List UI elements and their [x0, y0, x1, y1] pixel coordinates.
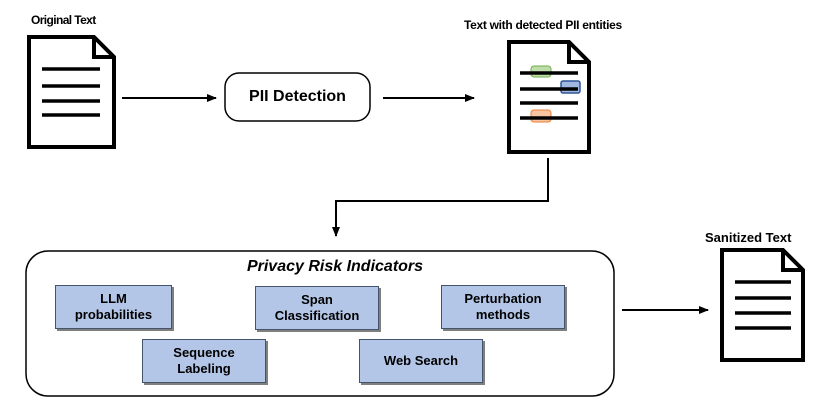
pii-highlight-orange — [530, 109, 552, 123]
indicator-line: Perturbation — [464, 291, 542, 306]
indicator-sequence-labeling: Sequence Labeling — [142, 339, 266, 383]
pii-detection-label: PII Detection — [249, 88, 346, 105]
indicator-line: Classification — [274, 308, 360, 323]
indicator-span-classification: Span Classification — [255, 286, 379, 330]
indicator-line: Sequence — [173, 345, 235, 360]
original-text-label: Original Text — [31, 13, 96, 27]
pii-highlight-blue — [560, 80, 581, 94]
detected-document-icon — [507, 40, 591, 154]
indicator-web-search: Web Search — [359, 339, 483, 383]
indicator-line: Labeling — [177, 361, 231, 376]
indicator-line: LLM — [100, 291, 127, 306]
indicator-line: methods — [475, 307, 531, 322]
sanitized-text-label: Sanitized Text — [705, 230, 792, 245]
sanitized-document-icon — [720, 248, 805, 362]
pii-detection-box — [224, 72, 371, 122]
detected-text-label: Text with detected PII entities — [464, 18, 622, 32]
indicator-line: Web Search — [383, 353, 459, 368]
risk-panel-title: Privacy Risk Indicators — [246, 258, 424, 275]
indicator-line: probabilities — [74, 307, 153, 322]
arrow-to-risk-panel — [332, 158, 549, 237]
indicator-line: Span — [301, 292, 333, 307]
original-document-icon — [27, 35, 116, 149]
indicator-llm-probabilities: LLM probabilities — [55, 285, 172, 329]
indicator-perturbation-methods: Perturbation methods — [441, 285, 565, 329]
